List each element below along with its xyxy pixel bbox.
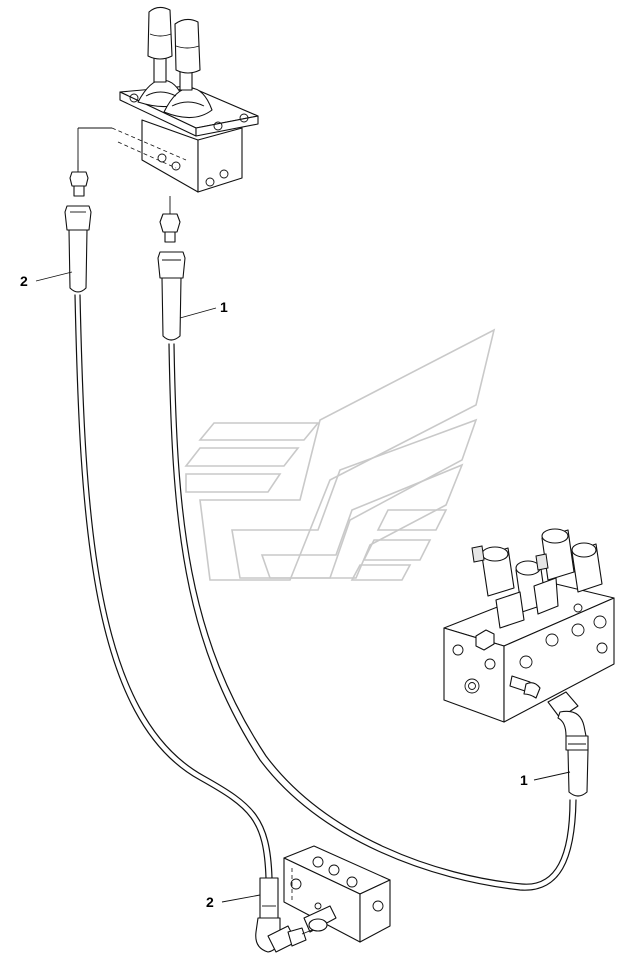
callout-2-bottom: 2 [206,894,214,910]
callout-1-right: 1 [520,772,528,788]
callout-1-top: 1 [220,299,228,315]
bottom-distribution-block [283,845,391,943]
watermark-logo [184,328,496,581]
bottom-elbow-fitting [255,877,313,953]
left-fitting-assembly [64,160,92,293]
callout-2-top: 2 [20,273,28,289]
right-elbow-fitting [509,675,589,797]
hose-lines [74,294,577,891]
middle-fitting-assembly [157,196,186,341]
callout-leaders [35,271,571,903]
joystick-control-unit [77,6,259,193]
